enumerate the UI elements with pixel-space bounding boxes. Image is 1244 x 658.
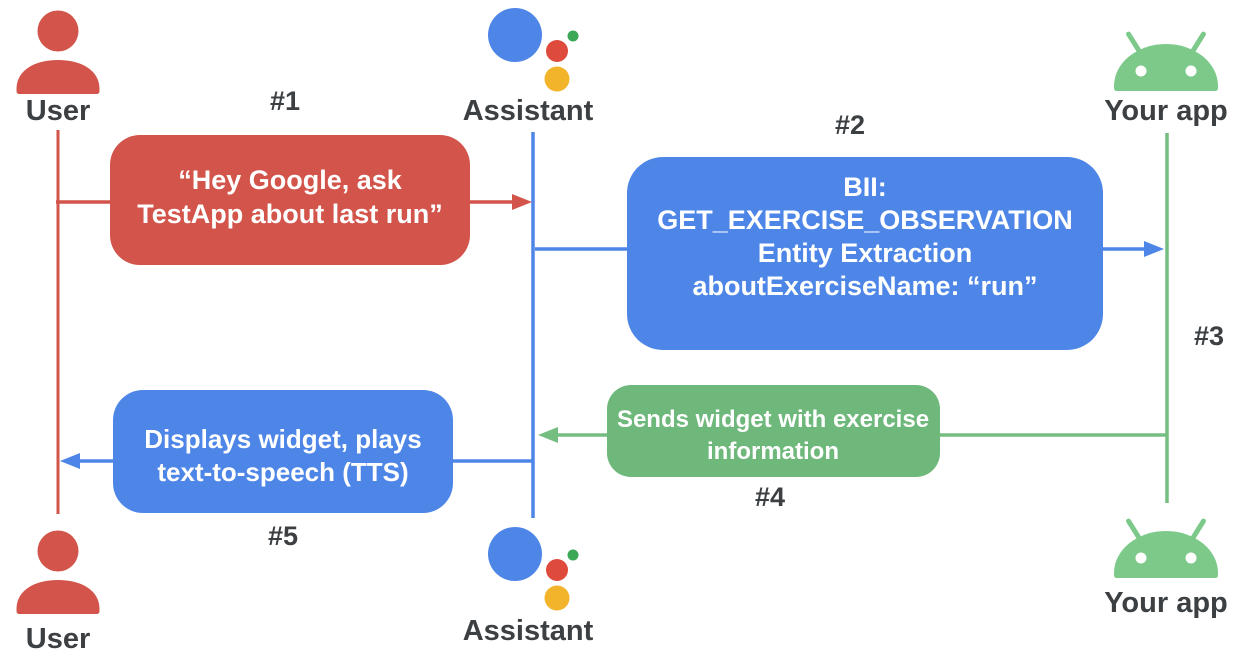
arrow-step4-head <box>538 427 558 443</box>
user-icon <box>16 530 100 614</box>
actor-user-top: User <box>16 10 100 127</box>
message-step1-line2: TestApp about last run” <box>137 199 443 229</box>
actor-assistant-bottom: Assistant <box>463 527 594 647</box>
actor-assistant-top: Assistant <box>463 8 594 127</box>
user-icon <box>16 10 100 94</box>
android-icon <box>1114 517 1218 578</box>
actor-label-user-top: User <box>26 95 91 127</box>
step-label-2: #2 <box>835 110 865 140</box>
actor-label-user-bottom: User <box>26 623 91 655</box>
message-step4-line2: information <box>707 438 839 465</box>
assistant-blue-circle <box>488 8 542 62</box>
arrow-step1-head <box>512 194 532 210</box>
step-label-3: #3 <box>1194 321 1224 351</box>
arrow-step5-head <box>60 453 80 469</box>
assistant-red-circle <box>546 559 568 581</box>
actor-your-app-top: Your app <box>1104 30 1228 127</box>
android-icon <box>1114 30 1218 91</box>
message-box-step5 <box>113 390 453 513</box>
assistant-blue-circle <box>488 527 542 581</box>
actor-label-assistant-bottom: Assistant <box>463 615 594 647</box>
actor-label-your-app-top: Your app <box>1104 95 1228 127</box>
step-label-1: #1 <box>270 86 300 116</box>
actor-label-assistant-top: Assistant <box>463 95 594 127</box>
actor-your-app-bottom: Your app <box>1104 517 1228 619</box>
assistant-green-dot <box>567 30 579 42</box>
step-label-4: #4 <box>755 482 785 512</box>
message-step5-line1: Displays widget, plays <box>144 424 421 454</box>
message-box-step1 <box>110 135 470 265</box>
assistant-yellow-circle <box>544 585 570 611</box>
assistant-icon <box>488 8 579 92</box>
assistant-green-dot <box>567 549 579 561</box>
message-step2-line2: GET_EXERCISE_OBSERVATION <box>657 205 1073 235</box>
message-step2-line4: aboutExerciseName: “run” <box>692 271 1037 301</box>
arrow-step2-head <box>1144 241 1164 257</box>
message-step1-line1: “Hey Google, ask <box>178 165 403 195</box>
message-box-step4 <box>607 385 940 477</box>
actor-label-your-app-bottom: Your app <box>1104 587 1228 619</box>
step-label-5: #5 <box>268 521 298 551</box>
message-step5-line2: text-to-speech (TTS) <box>157 457 408 487</box>
assistant-yellow-circle <box>544 66 570 92</box>
assistant-red-circle <box>546 40 568 62</box>
message-box-step2 <box>627 157 1103 350</box>
message-step4-line1: Sends widget with exercise <box>617 406 929 433</box>
assistant-icon <box>488 527 579 611</box>
message-step2-line1: BII: <box>843 172 887 202</box>
actor-user-bottom: User <box>16 530 100 655</box>
message-step2-line3: Entity Extraction <box>758 238 973 268</box>
